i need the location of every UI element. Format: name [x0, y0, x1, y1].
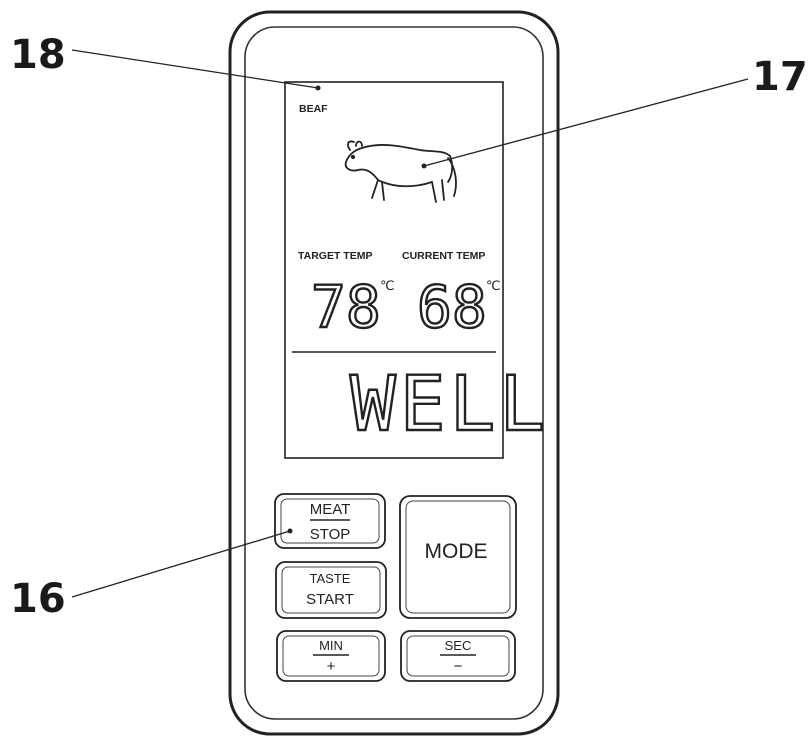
target-temp-label: TARGET TEMP: [298, 250, 372, 262]
start-label: START: [306, 591, 354, 608]
min-plus-button[interactable]: MIN +: [276, 630, 386, 682]
target-temp-unit: ℃: [380, 278, 395, 293]
mode-button[interactable]: MODE: [399, 495, 517, 619]
minus-label: −: [454, 658, 463, 675]
lcd-screen: BEAF TARGET TEMP CURRENT TEMP 78 ℃: [284, 81, 549, 459]
meat-type-label: BEAF: [299, 103, 328, 115]
taste-start-button[interactable]: TASTE START: [275, 561, 387, 619]
sec-minus-button[interactable]: SEC −: [400, 630, 516, 682]
doneness-display: WELL: [350, 359, 549, 448]
cow-icon: [344, 140, 457, 203]
callout-17-leader: [423, 78, 749, 167]
target-temp-value: 78: [311, 273, 381, 341]
current-temp-value: 68: [417, 273, 487, 341]
stop-label: STOP: [310, 526, 351, 543]
mode-label: MODE: [425, 540, 488, 563]
callout-16-leader: [71, 530, 291, 598]
callout-16: 16: [10, 528, 293, 622]
current-temp-unit: ℃: [486, 278, 501, 293]
min-label: MIN: [319, 638, 343, 653]
plus-label: +: [327, 658, 336, 675]
callout-18: 18: [10, 32, 321, 91]
callout-17-number: 17: [752, 54, 808, 100]
meat-stop-button[interactable]: MEAT STOP: [274, 493, 386, 549]
callout-18-dot: [315, 85, 321, 91]
meat-label: MEAT: [310, 501, 351, 518]
current-temp-label: CURRENT TEMP: [402, 250, 485, 262]
callout-17: 17: [421, 54, 808, 169]
sec-label: SEC: [445, 638, 472, 653]
callout-16-dot: [287, 528, 293, 534]
callout-17-dot: [421, 163, 427, 169]
callout-18-leader: [71, 49, 319, 89]
callout-16-number: 16: [10, 576, 66, 622]
callout-18-number: 18: [10, 32, 66, 78]
taste-label: TASTE: [310, 571, 351, 586]
